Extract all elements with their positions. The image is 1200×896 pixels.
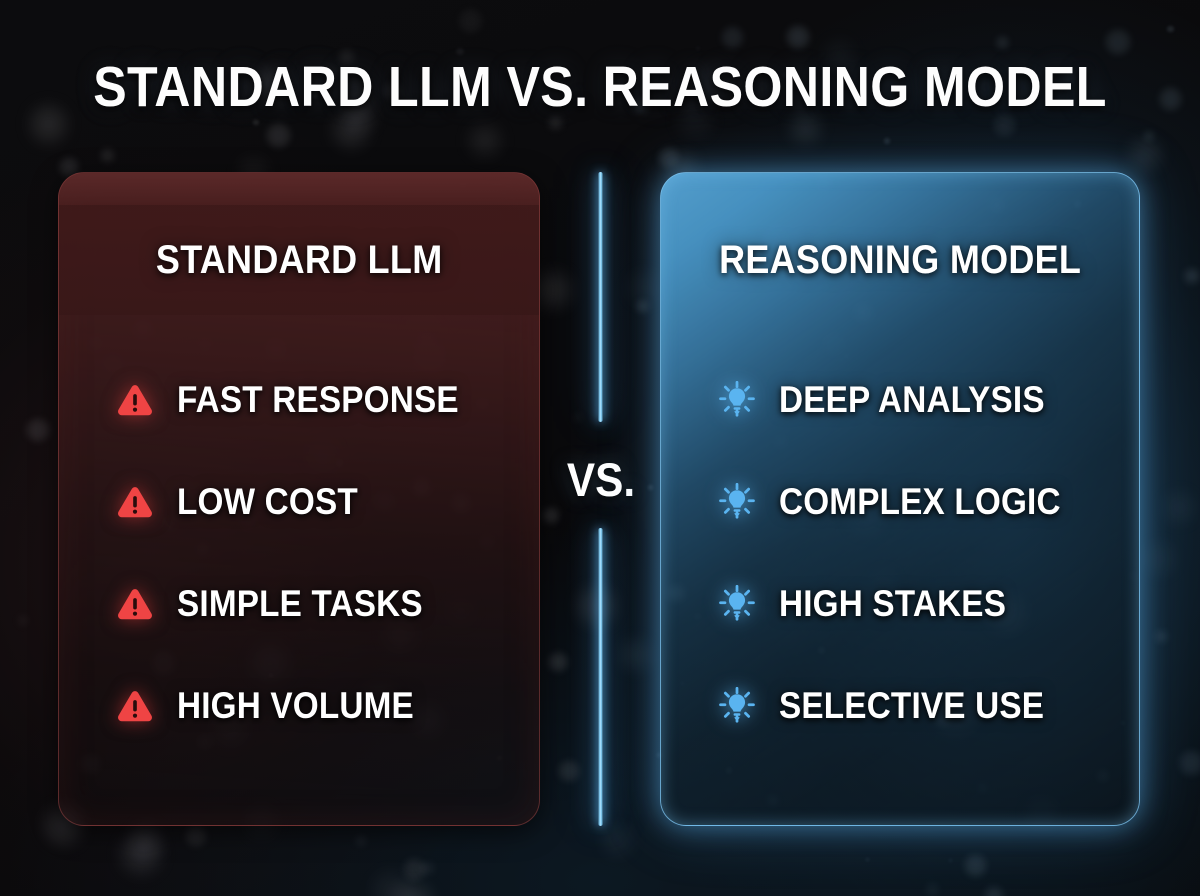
page-title: STANDARD LLM VS. REASONING MODEL [93, 55, 1107, 119]
list-item: DEEP ANALYSIS [661, 349, 1139, 451]
list-item-label: DEEP ANALYSIS [779, 379, 1045, 420]
left-panel-top-highlight [59, 173, 539, 205]
list-item: FAST RESPONSE [59, 349, 539, 451]
reasoning-model-panel: REASONING MODEL DEEP ANALYSIS COMPLEX LOG… [660, 172, 1140, 826]
list-item-label: LOW COST [177, 481, 358, 522]
standard-llm-feature-list: FAST RESPONSE LOW COST SIMPLE TASKS HIGH VO… [59, 349, 539, 757]
standard-llm-panel: STANDARD LLM FAST RESPONSE LOW COST SIMPLE… [58, 172, 540, 826]
list-item: HIGH VOLUME [59, 655, 539, 757]
list-item: HIGH STAKES [661, 553, 1139, 655]
list-item: SELECTIVE USE [661, 655, 1139, 757]
divider-line-top [598, 172, 603, 422]
warning-triangle-icon [115, 584, 155, 624]
lightbulb-idea-icon [717, 380, 757, 420]
list-item-label: SELECTIVE USE [779, 685, 1045, 726]
list-item: LOW COST [59, 451, 539, 553]
divider-line-bottom [598, 528, 603, 826]
list-item-label: COMPLEX LOGIC [779, 481, 1061, 522]
list-item: COMPLEX LOGIC [661, 451, 1139, 553]
warning-triangle-icon [115, 686, 155, 726]
list-item: SIMPLE TASKS [59, 553, 539, 655]
lightbulb-idea-icon [717, 686, 757, 726]
lightbulb-idea-icon [717, 584, 757, 624]
reasoning-model-feature-list: DEEP ANALYSIS COMPLEX LOGIC HIGH STAKES SEL… [661, 349, 1139, 757]
vs-label: VS. [566, 453, 636, 506]
warning-triangle-icon [115, 482, 155, 522]
warning-triangle-icon [115, 380, 155, 420]
list-item-label: HIGH STAKES [779, 583, 1007, 624]
right-panel-header: REASONING MODEL [661, 205, 1139, 315]
list-item-label: FAST RESPONSE [177, 379, 459, 420]
list-item-label: HIGH VOLUME [177, 685, 414, 726]
left-panel-title: STANDARD LLM [155, 237, 443, 282]
list-item-label: SIMPLE TASKS [177, 583, 423, 624]
lightbulb-idea-icon [717, 482, 757, 522]
right-panel-title: REASONING MODEL [718, 237, 1082, 282]
left-panel-header: STANDARD LLM [59, 205, 539, 315]
